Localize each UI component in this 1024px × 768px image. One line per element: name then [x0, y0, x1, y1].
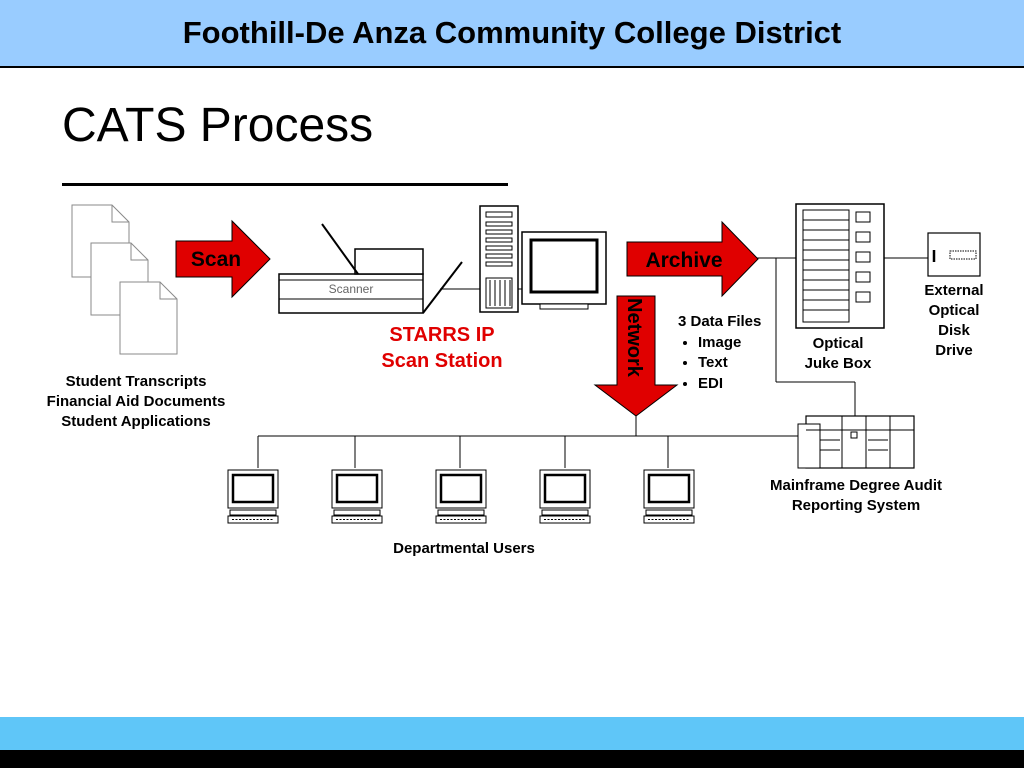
- data-file-item: Text: [698, 353, 761, 374]
- mainframe-system: [797, 415, 915, 469]
- documents-label: Student Transcripts Financial Aid Docume…: [46, 373, 226, 430]
- header-title: Foothill-De Anza Community College Distr…: [182, 15, 842, 50]
- scan-arrow-label: Scan: [191, 248, 241, 271]
- network-arrow: Network: [593, 295, 679, 417]
- user-pc: [538, 468, 592, 525]
- user-pc: [330, 468, 384, 525]
- archive-arrow-label: Archive: [645, 249, 722, 272]
- document-stack: [71, 204, 178, 355]
- scan-station-computer: [479, 205, 607, 313]
- departmental-users-label: Departmental Users: [393, 540, 535, 557]
- scanner-device: Scanner: [278, 223, 463, 314]
- header-bar: Foothill-De Anza Community College Distr…: [0, 0, 1024, 68]
- data-file-item: EDI: [698, 374, 761, 395]
- network-arrow-label: Network: [623, 298, 645, 378]
- scanner-label: Scanner: [329, 282, 374, 296]
- external-disk-drive: [927, 232, 981, 277]
- archive-arrow: Archive: [626, 220, 759, 298]
- data-file-item: Image: [698, 333, 761, 354]
- slide-title: CATS Process: [62, 99, 374, 152]
- scan-station-label: STARRS IP Scan Station: [381, 324, 503, 372]
- user-pc: [434, 468, 488, 525]
- mainframe-label: Mainframe Degree Audit Reporting System: [770, 477, 942, 514]
- optical-jukebox: [795, 203, 885, 329]
- user-pc: [226, 468, 280, 525]
- user-pc: [642, 468, 696, 525]
- footer-blue-band: [0, 717, 1024, 750]
- title-underline: [62, 183, 508, 186]
- data-files-heading: 3 Data Files: [678, 313, 762, 330]
- network-lines: [257, 257, 928, 468]
- data-files-list: 3 Data Files Image Text EDI: [678, 312, 761, 394]
- footer-black-band: [0, 750, 1024, 768]
- external-drive-label: External Optical Disk Drive: [924, 282, 984, 359]
- scan-arrow: Scan: [175, 219, 271, 299]
- jukebox-label: Optical Juke Box: [804, 335, 872, 372]
